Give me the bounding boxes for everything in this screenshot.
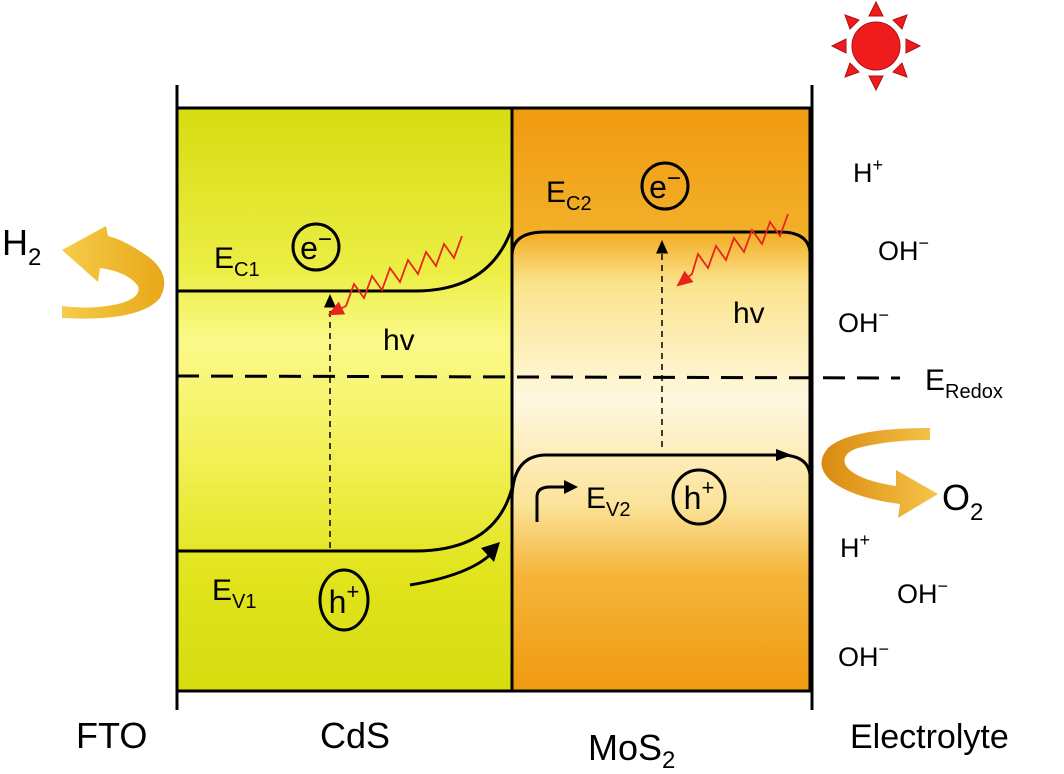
ev2-turn-arrowhead <box>564 480 578 494</box>
h2-label: H2 <box>2 222 41 271</box>
fto-label: FTO <box>76 715 147 756</box>
ev2-flow-arrowhead <box>776 449 792 461</box>
hole-transfer-arrow <box>409 551 494 587</box>
o2-label: O2 <box>942 477 983 526</box>
ion-oh-minus-3: OH− <box>897 576 948 609</box>
ev2-hole-symbol: h+ <box>684 475 715 516</box>
ev2-label: EV2 <box>586 482 630 521</box>
ec1-label: EC1 <box>214 242 260 281</box>
ev1-label: EV1 <box>212 574 256 613</box>
ec2-band-edge <box>510 230 812 257</box>
cds-label: CdS <box>320 715 390 756</box>
mos2-photon-wave <box>676 213 789 287</box>
cds-photon-label: hv <box>383 324 415 357</box>
ec2-electron-circle <box>640 161 690 211</box>
cds-layer <box>175 106 514 693</box>
ev1-hole-symbol: h+ <box>329 579 360 620</box>
ion-oh-minus-2: OH− <box>838 305 889 338</box>
ion-h-plus-bottom: H+ <box>840 530 870 563</box>
hole-transfer-arrowhead <box>481 542 500 562</box>
mos2-label: MoS2 <box>588 727 675 774</box>
ec2-electron-symbol: e− <box>649 165 681 205</box>
o2-evolution-arrow <box>821 428 938 518</box>
eredox-label: ERedox <box>925 364 1003 403</box>
ec1-band-edge <box>177 227 514 293</box>
ion-oh-minus-4: OH− <box>838 639 889 672</box>
mos2-photon-label: hv <box>733 297 765 330</box>
ev1-hole-circle <box>318 568 370 632</box>
ev2-turn-arrow <box>535 485 566 522</box>
eredox-dashed-line <box>176 374 901 380</box>
ec2-label: EC2 <box>546 176 592 215</box>
ec1-electron-circle <box>291 222 341 272</box>
ev1-band-edge <box>177 487 514 553</box>
mos2-layer <box>510 106 812 693</box>
ion-oh-minus-1: OH− <box>878 233 929 266</box>
electrolyte-label: Electrolyte <box>850 718 1009 756</box>
ion-h-plus-top: H+ <box>853 155 883 188</box>
ec1-electron-symbol: e− <box>300 226 332 266</box>
ev2-band-edge <box>510 453 812 501</box>
cds-photon-wave <box>327 235 463 316</box>
sun-icon <box>830 0 922 92</box>
ev2-hole-circle <box>671 468 727 526</box>
h2-evolution-arrow <box>62 226 165 319</box>
